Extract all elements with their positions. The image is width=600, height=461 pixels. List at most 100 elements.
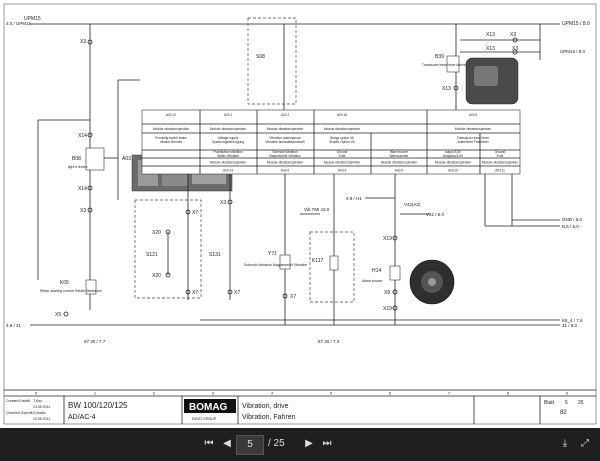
h14-desc: Alarm buzzer xyxy=(362,279,383,283)
conn-x8: X8 xyxy=(384,290,390,296)
xref-2: 87 30 / 7.3 xyxy=(318,339,340,344)
module-code-bottom: A03 10 xyxy=(448,169,458,173)
fullscreen-icon[interactable]: ⤢ xyxy=(581,438,589,449)
conn-x20-2: X20 xyxy=(152,273,161,279)
schematic-sheet: 3.0 / UPM15 UPM15 UPM15 / 8.0 4.9 / 31 3… xyxy=(3,3,597,425)
module-code-top: A03 16 xyxy=(337,113,347,117)
conn-x3-r2: X3 xyxy=(512,46,518,52)
rail-v42b: V42 / 6.0 xyxy=(426,212,445,217)
tb-created-date: 24.05.2011 xyxy=(33,405,50,409)
tb-model: BW 100/120/125 xyxy=(68,401,128,410)
module-col-bottom: Module vibration/sprinkler xyxy=(210,161,247,165)
s131-label: S131 xyxy=(209,252,221,258)
module-col-bottom: Module vibration/sprinkler xyxy=(435,161,472,165)
rail-h1: 4.9 / H1 xyxy=(346,196,362,201)
module-code-bottom: A03 6 xyxy=(395,169,404,173)
xref-1: 87 30 / 7.7 xyxy=(84,339,106,344)
conn-x7-m: X7 xyxy=(234,290,240,296)
tb-sheet-label: Blatt xyxy=(544,400,555,406)
module-col-bottom: Module vibration/sprinkler xyxy=(324,161,361,165)
tb-column-number: 5 xyxy=(330,391,333,396)
tb-created-label: Created Erstellt xyxy=(6,399,30,403)
tb-column-number: 0 xyxy=(35,391,38,396)
next-page-icon[interactable]: ▶ xyxy=(305,438,313,449)
conn-x13-1: X13 xyxy=(486,32,495,38)
last-page-icon[interactable]: ⏭ xyxy=(322,438,332,449)
module-col-top: Module vibration/sprinkler xyxy=(153,127,190,131)
k05-label: K05 xyxy=(60,280,69,286)
module-col-top: Module vibration/sprinkler xyxy=(267,127,304,131)
page-number-input[interactable]: 5 xyxy=(236,435,264,455)
conn-x20-1: X20 xyxy=(152,230,161,236)
tb-created-name: T.Kau xyxy=(33,399,42,403)
module-col-bottom: Module vibration/sprinkler xyxy=(381,161,418,165)
s08-label: S08 xyxy=(256,54,265,60)
tb-column-number: 7 xyxy=(448,391,451,396)
module-col-bottom: Module vibration/sprinkler xyxy=(267,161,304,165)
b08-label: B08 xyxy=(72,156,81,162)
s121-box xyxy=(134,199,202,299)
conn-x14-2: X14 xyxy=(78,186,87,192)
tb-column-number: 9 xyxy=(566,391,569,396)
tb-title-de: Vibration, Fahren xyxy=(242,414,296,421)
tb-column-number: 3 xyxy=(212,391,215,396)
module-code-top: A03 12 xyxy=(166,113,176,117)
conn-x19-1: X19 xyxy=(383,236,392,242)
tb-sheet: 5 xyxy=(565,400,568,406)
module-col-top: Module vibration/sprinkler xyxy=(324,127,361,131)
rail-k5: K5_4 / 7.6 xyxy=(562,318,583,323)
module-code-bottom: A03 5 xyxy=(281,169,290,173)
rail-31-right: 31 / 8.0 xyxy=(562,323,578,328)
conn-x3-2: X3 xyxy=(80,208,86,214)
module-col-top: Module vibration/sprinkler xyxy=(210,127,247,131)
tb-column-number: 1 xyxy=(94,391,97,396)
tb-brand-logo: BOMAG xyxy=(189,402,228,413)
module-code-top: A03 2 xyxy=(281,113,290,117)
tb-model2: AD/AC-4 xyxy=(68,414,96,421)
b39-desc: Transducer travel lever fahrhebel xyxy=(422,63,471,67)
conn-x13-2: X13 xyxy=(486,46,495,52)
module-col-top: Module vibration/sprinkler xyxy=(455,127,492,131)
k05-desc: Relay, starting current Relais Startstro… xyxy=(40,289,102,293)
tb-checked-name: D.Nalbe xyxy=(33,411,46,415)
prev-page-icon[interactable]: ◀ xyxy=(223,438,231,449)
module-code-top: A03 8 xyxy=(469,113,478,117)
rail-top-left: 3.0 / UPM15 xyxy=(6,21,32,26)
rail-upm15-right2: UPM15 / 8.0 xyxy=(560,49,586,54)
rail-top-right: UPM15 / 8.0 xyxy=(562,21,590,27)
y71-label: Y71 xyxy=(268,251,277,257)
tb-checked-date: 24.05.2011 xyxy=(33,417,50,421)
rail-b5: B,5 / 6.0 xyxy=(562,224,579,229)
module-col-bottom: Module vibration/sprinkler xyxy=(482,161,519,165)
module-code-bottom: A03 13 xyxy=(223,169,233,173)
first-page-icon[interactable]: ⏮ xyxy=(204,438,214,449)
conn-x7-2: X7 xyxy=(192,290,198,296)
conn-x3-1: X3 xyxy=(80,39,86,45)
conn-x5: X5 xyxy=(55,312,61,318)
conn-x19-2: X19 xyxy=(383,306,392,312)
y71-desc: Solenoid vibration Magnetventil Vibratio… xyxy=(244,263,307,267)
module-code-top: A03 1 xyxy=(224,113,233,117)
tb-page: 82 xyxy=(560,410,567,416)
a03-label: A03 xyxy=(122,156,131,162)
tb-checked-label: Checked Geprüft xyxy=(6,411,32,415)
tb-brand-sub: FAYAT GROUP xyxy=(192,417,217,421)
b39-label: B39 xyxy=(435,54,444,60)
conn-x3-m: X3 xyxy=(220,200,226,206)
tb-column-number: 8 xyxy=(507,391,510,396)
s121-label: S121 xyxy=(146,252,158,258)
download-icon[interactable]: ⤓ xyxy=(562,438,568,449)
conn-x7-y: X7 xyxy=(290,294,296,300)
